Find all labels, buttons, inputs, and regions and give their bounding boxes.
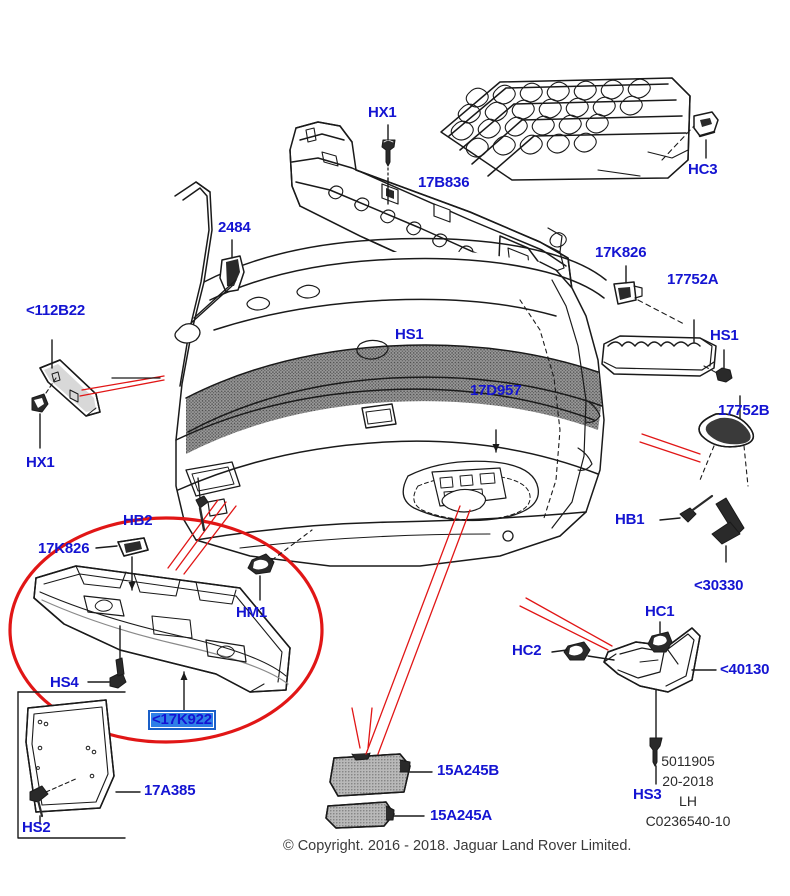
callout-hs1-left[interactable]: HS1 [395, 326, 424, 343]
revision-date: 20-2018 [662, 773, 714, 789]
undertray-17k922 [33, 565, 291, 693]
callout-hs1-right[interactable]: HS1 [710, 327, 739, 344]
callout-17752b[interactable]: 17752B [718, 402, 770, 419]
callout-hb2[interactable]: HB2 [123, 512, 153, 529]
callout-2484[interactable]: 2484 [218, 219, 251, 236]
callout-hc1[interactable]: HC1 [645, 603, 675, 620]
hc2-clip [563, 641, 591, 661]
hb1-bolt [679, 494, 714, 523]
callout-hs2[interactable]: HS2 [22, 819, 51, 836]
callout-15a245b[interactable]: 15A245B [437, 762, 499, 779]
callout-17d957[interactable]: 17D957 [470, 382, 522, 399]
callout-15a245a[interactable]: 15A245A [430, 807, 492, 824]
callout-hc3[interactable]: HC3 [688, 161, 718, 178]
callout-17b836[interactable]: 17B836 [418, 174, 470, 191]
side-trim-112b22 [39, 359, 101, 417]
bracket-2484 [219, 255, 245, 293]
clip-17k826-circled [117, 537, 149, 557]
callout-40130[interactable]: <40130 [720, 661, 770, 678]
callout-30330[interactable]: <30330 [694, 577, 744, 594]
sheet-code: C0236540-10 [645, 813, 731, 829]
lamp-17752a [601, 335, 717, 377]
drawing-number: 5011905 [661, 753, 715, 769]
hs3-pin [649, 737, 663, 767]
hc3-clip-part [693, 111, 719, 138]
clip-17k826-upper [613, 281, 643, 305]
side-designator: LH [679, 793, 697, 809]
trim-17752b [698, 413, 755, 448]
hs4-screw [109, 657, 127, 689]
callout-17752a[interactable]: 17752A [667, 271, 719, 288]
callout-hm1[interactable]: HM1 [236, 604, 268, 621]
grille-insert-15a245b [329, 752, 411, 797]
callout-17a385[interactable]: 17A385 [144, 782, 196, 799]
copyright-notice: © Copyright. 2016 - 2018. Jaguar Land Ro… [283, 838, 632, 854]
callout-hs4[interactable]: HS4 [50, 674, 79, 691]
callout-17k826-circled[interactable]: 17K826 [38, 540, 90, 557]
license-plate-bracket-17a385 [25, 699, 115, 813]
callout-hs3[interactable]: HS3 [633, 786, 662, 803]
hx1-pin-top [381, 139, 396, 167]
hc1-clip [647, 631, 673, 653]
hx1-clip-left [31, 393, 49, 413]
callout-112b22[interactable]: <112B22 [26, 302, 86, 319]
hs2-screw [29, 785, 49, 818]
highlight-circle [8, 516, 324, 744]
bumper-cover-17d957 [168, 181, 607, 567]
callout-17k826-upper[interactable]: 17K826 [595, 244, 647, 261]
screw-30330 [711, 497, 745, 545]
hb2-bolt [195, 495, 209, 532]
callout-hb1[interactable]: HB1 [615, 511, 645, 528]
grille-insert-15a245a [325, 801, 395, 829]
callout-hc2[interactable]: HC2 [512, 642, 542, 659]
callout-hx1-left[interactable]: HX1 [26, 454, 55, 471]
hm1-clip [247, 553, 275, 575]
callout-17k922-selected[interactable]: <17K922 [148, 710, 216, 730]
callout-hx1-top[interactable]: HX1 [368, 104, 397, 121]
license-plate-group-box [17, 691, 126, 839]
hs1-screw-right [715, 367, 733, 383]
upper-grille-part [440, 77, 691, 181]
